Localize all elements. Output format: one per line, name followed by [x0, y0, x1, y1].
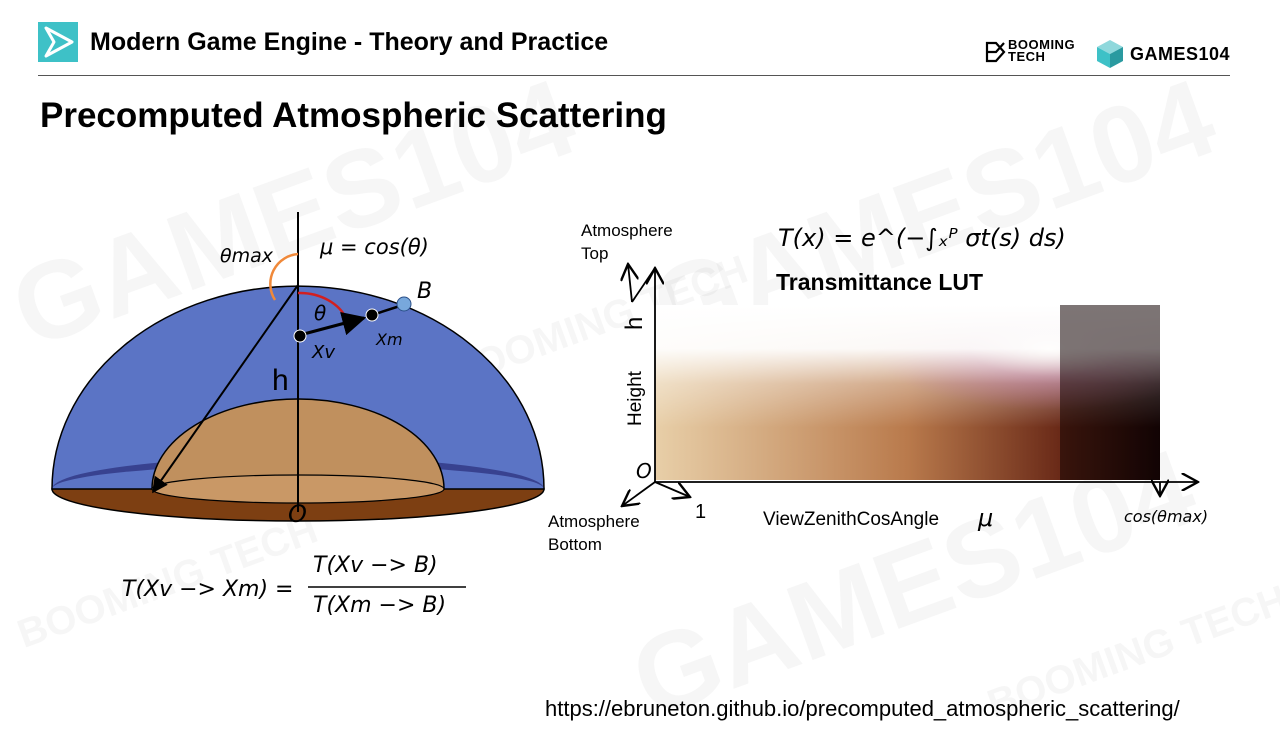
slide-header: Modern Game Engine - Theory and Practice…: [0, 0, 1280, 78]
height-label: h: [272, 364, 289, 397]
point-b: [396, 296, 412, 312]
brand-tech-text: TECH: [1008, 49, 1046, 64]
atmosphere-bottom-arrow: [622, 481, 656, 506]
theta-max-label: θmax: [220, 245, 274, 267]
booming-tech-icon: [985, 41, 1006, 63]
cos-theta-max-label: cos(θmax): [1124, 507, 1208, 526]
theta-max-arc: [269, 252, 299, 301]
header-divider: [38, 75, 1230, 76]
hemisphere-diagram: θmax μ = cos(θ) θ B Xv Xm h O T(Xv −> Xm…: [51, 212, 545, 618]
lut-origin-label: O: [636, 459, 652, 483]
one-marker-arrow: [654, 481, 690, 497]
formula-lhs: T(Xv −> Xm) =: [122, 577, 293, 602]
horizon-ray: [152, 284, 299, 494]
brand-games-text: GAMES104: [1130, 44, 1231, 64]
transmittance-formula: T(x) = e^(−∫ₓᴾ σt(s) ds): [778, 224, 1066, 252]
origin-label: O: [288, 500, 307, 528]
cube-icon: [1097, 40, 1123, 68]
formula-numerator: T(Xv −> B): [313, 553, 438, 578]
play-triangle-icon: [38, 22, 78, 62]
reference-link[interactable]: https://ebruneton.github.io/precomputed_…: [545, 696, 1180, 721]
h-axis-label: h: [621, 317, 648, 330]
mu-axis-symbol: μ: [977, 504, 993, 532]
atmosphere-top-label-2: Top: [581, 244, 608, 263]
theta-label: θ: [314, 301, 326, 325]
lut-image-dark-edge: [1060, 305, 1160, 480]
point-xv-label: Xv: [311, 342, 335, 363]
point-xm-label: Xm: [375, 330, 403, 349]
booming-tech-logo: BOOMING TECH: [984, 38, 1092, 68]
height-axis-label: Height: [625, 370, 646, 426]
one-label: 1: [695, 501, 706, 523]
point-xv: [293, 329, 307, 343]
atmosphere-top-label: Atmosphere: [581, 221, 673, 240]
view-ray: [299, 311, 367, 337]
transmittance-lut-diagram: T(x) = e^(−∫ₓᴾ σt(s) ds) Transmittance L…: [548, 221, 1208, 554]
games104-logo: GAMES104: [1094, 38, 1234, 68]
mu-equation: μ = cos(θ): [319, 235, 429, 259]
formula-denominator: T(Xm −> B): [313, 593, 446, 618]
slide-title: Precomputed Atmospheric Scattering: [40, 96, 667, 135]
point-xm: [365, 308, 379, 322]
lut-title: Transmittance LUT: [776, 269, 983, 295]
atmosphere-bottom-label: Atmosphere: [548, 512, 640, 531]
point-b-label: B: [417, 279, 432, 304]
atmosphere-top-arrow: [628, 264, 632, 303]
course-title: Modern Game Engine - Theory and Practice: [90, 28, 609, 56]
x-axis-label: ViewZenithCosAngle: [763, 509, 939, 530]
brand-booming-text: BOOMING: [1008, 37, 1076, 52]
atmosphere-bottom-label-2: Bottom: [548, 535, 602, 554]
atmosphere-top-link: [631, 267, 656, 303]
